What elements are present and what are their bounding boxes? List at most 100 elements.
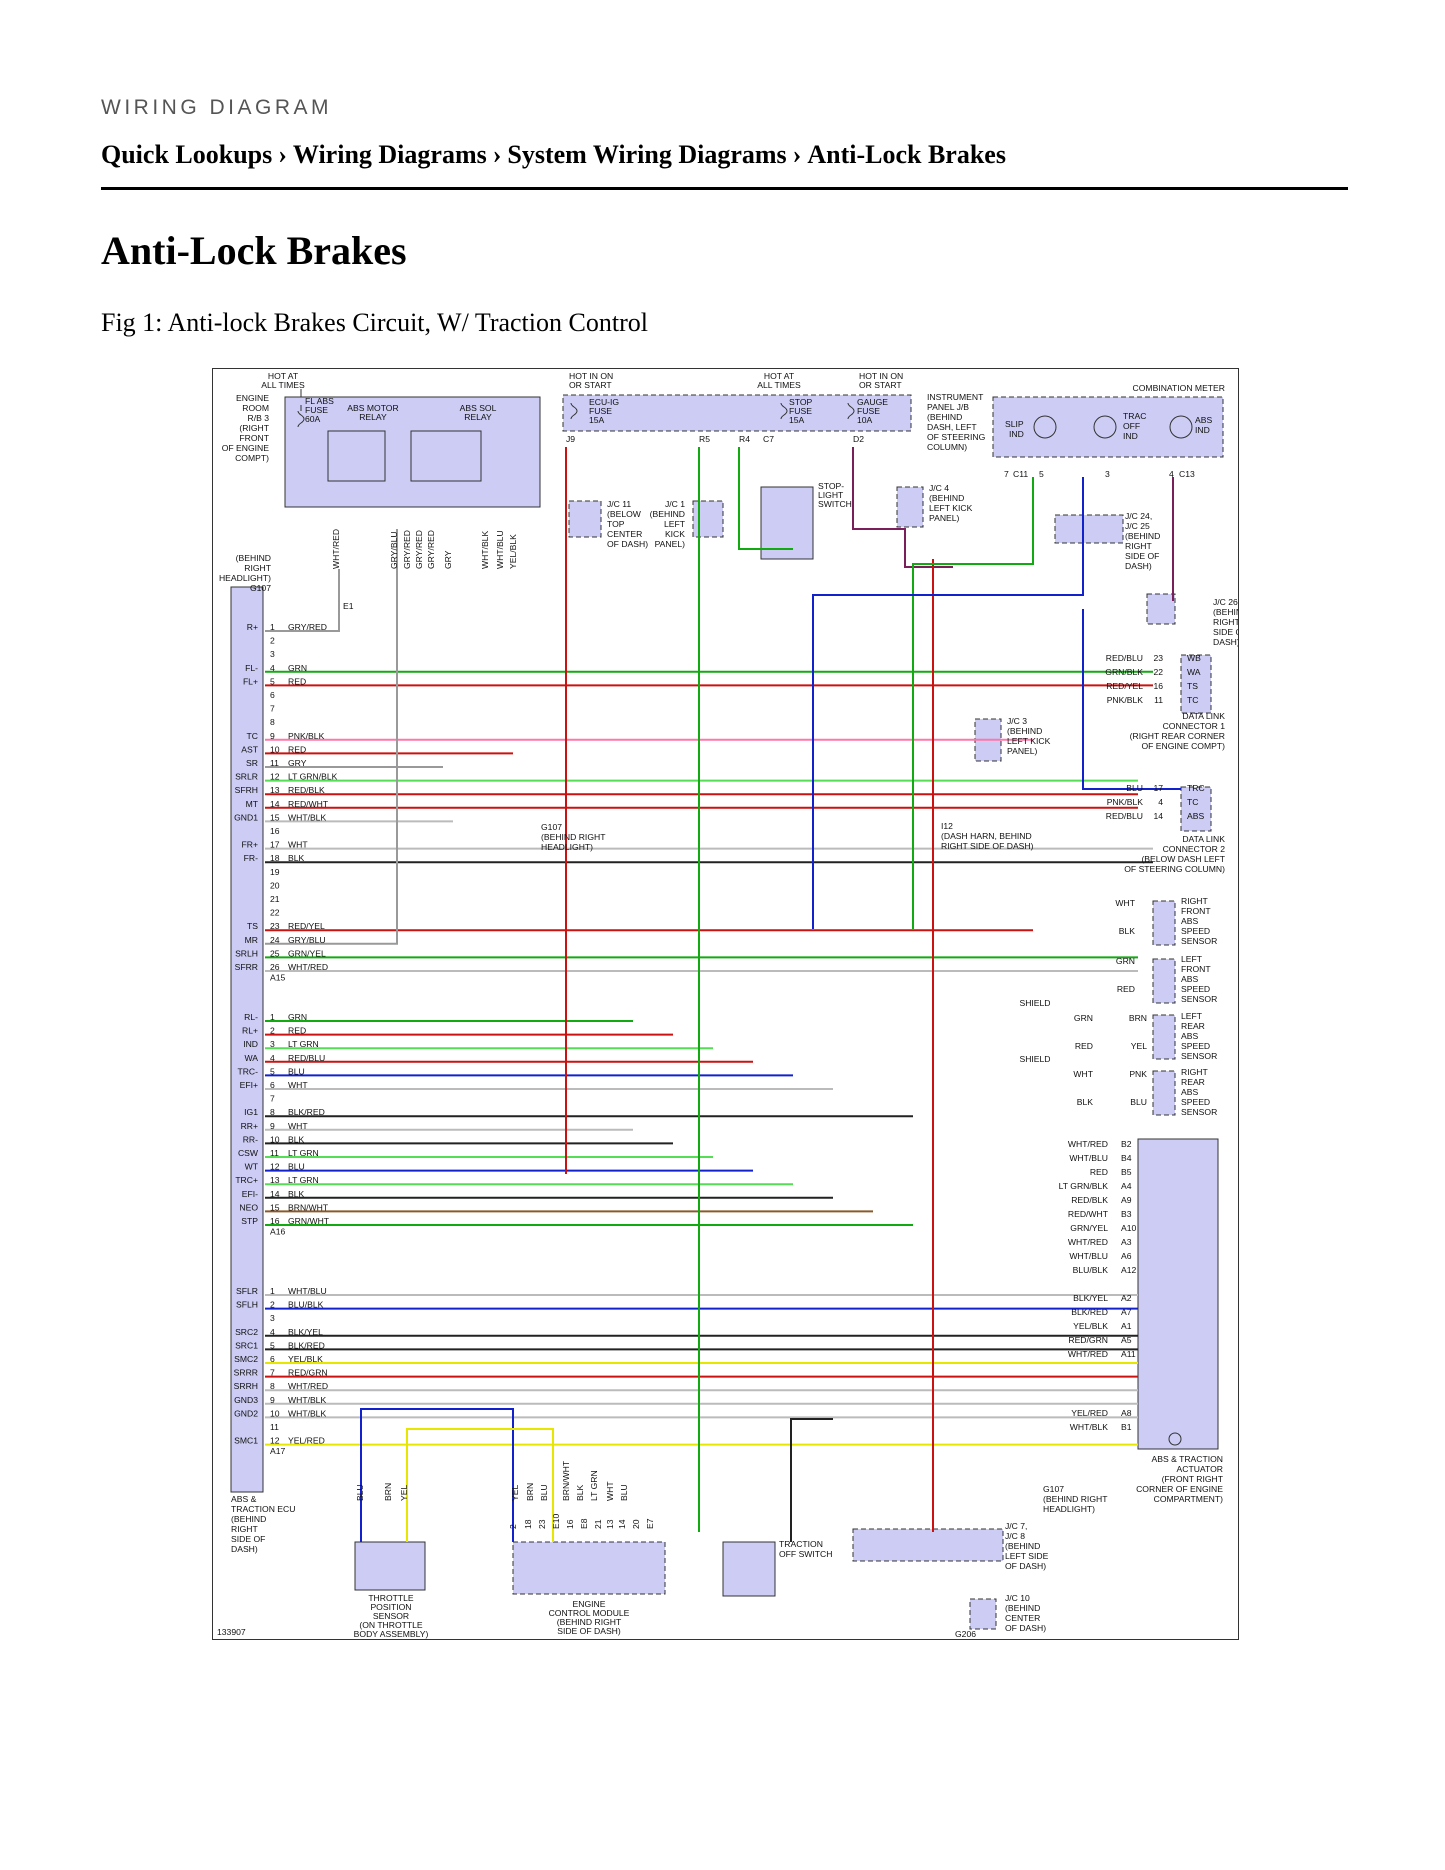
- a17-pin-number: 3: [270, 1313, 275, 1323]
- diagram-label: E1: [343, 601, 354, 611]
- a16-pin-number: 1: [270, 1012, 275, 1022]
- diagram-label: (BEHIND: [1005, 1603, 1040, 1613]
- actuator-wire-color: WHT/RED: [1068, 1139, 1108, 1149]
- a17-pin-number: 2: [270, 1300, 275, 1310]
- a15-pin-number: 10: [270, 744, 280, 754]
- diagram-label: REAR: [1181, 1021, 1205, 1031]
- diagram-label: 11: [1154, 695, 1163, 705]
- diagram-label: BRN: [525, 1483, 535, 1501]
- a15-pin-number: 25: [270, 948, 280, 958]
- a17-terminal: SRRH: [234, 1381, 258, 1391]
- diagram-label: J/C 8: [1005, 1531, 1025, 1541]
- diagram-label: DASH): [1213, 637, 1238, 647]
- a15-pin-number: 26: [270, 962, 280, 972]
- diagram-label: DATA LINK: [1182, 834, 1225, 844]
- a17-wire-color: YEL/BLK: [288, 1354, 323, 1364]
- diagram-label: RED/BLU: [1106, 811, 1143, 821]
- diagram-label: G107: [250, 583, 271, 593]
- diagram-label: IND: [1195, 425, 1210, 435]
- a16-wire-color: GRN/WHT: [288, 1216, 330, 1226]
- diagram-label: 20: [631, 1519, 641, 1529]
- diagram-label: FUSE: [789, 406, 812, 416]
- diagram-label: C7: [763, 434, 774, 444]
- a15-wire-color: RED/BLK: [288, 785, 325, 795]
- a15-terminal: MT: [246, 799, 259, 809]
- diagram-label: TC: [1187, 695, 1198, 705]
- diagram-label: GAUGE: [857, 397, 888, 407]
- a15-pin-number: 7: [270, 704, 275, 714]
- breadcrumb-system-wiring-diagrams[interactable]: System Wiring Diagrams: [507, 140, 787, 169]
- header-divider: [101, 187, 1348, 190]
- a16-terminal: RR-: [243, 1134, 258, 1144]
- diagram-label: POSITION: [370, 1602, 411, 1612]
- diagram-label: RELAY: [464, 412, 492, 422]
- actuator-wire-color: BLK/RED: [1071, 1307, 1108, 1317]
- breadcrumb-separator: ›: [492, 140, 502, 169]
- a16-pin-number: 2: [270, 1026, 275, 1036]
- diagram-label: SENSOR: [1181, 1107, 1217, 1117]
- diagram-label: YEL: [399, 1485, 409, 1501]
- diagram-label: GRN: [1074, 1013, 1093, 1023]
- diagram-label: FL ABS: [305, 396, 334, 406]
- actuator-pin: A12: [1121, 1265, 1137, 1275]
- diagram-label: ABS: [1187, 811, 1204, 821]
- a15-pin-number: 16: [270, 826, 280, 836]
- diagram-label: SIDE OF: [231, 1534, 265, 1544]
- diagram-label: 16: [565, 1519, 575, 1529]
- actuator-wire-color: WHT/BLU: [1069, 1251, 1108, 1261]
- diagram-label: (BEHIND: [927, 412, 962, 422]
- diagram-label: G107: [1043, 1484, 1064, 1494]
- wire-gauge-redblu: [852, 447, 953, 568]
- diagram-label: HOT AT: [268, 371, 299, 381]
- actuator-pin: B4: [1121, 1153, 1132, 1163]
- actuator-wire-color: LT GRN/BLK: [1059, 1181, 1109, 1191]
- diagram-label: SHIELD: [1019, 998, 1050, 1008]
- a15-terminal: R+: [247, 622, 258, 632]
- diagram-label: CORNER OF ENGINE: [1136, 1484, 1223, 1494]
- section-kicker: WIRING DIAGRAM: [101, 96, 332, 119]
- breadcrumb-anti-lock-brakes[interactable]: Anti-Lock Brakes: [807, 140, 1006, 169]
- diagram-label: J/C 7,: [1005, 1521, 1027, 1531]
- diagram-label: CONNECTOR 1: [1163, 721, 1226, 731]
- diagram-label: YEL: [510, 1485, 520, 1501]
- a15-terminal: MR: [245, 935, 258, 945]
- diagram-label: SIDE OF: [1213, 627, 1238, 637]
- diagram-label: R4: [739, 434, 750, 444]
- a17-terminal: SMC2: [234, 1354, 258, 1364]
- a15-pin-number: 9: [270, 731, 275, 741]
- diagram-label: FUSE: [305, 405, 328, 415]
- connector-id: A16: [270, 1227, 286, 1237]
- a17-terminal: SMC1: [234, 1436, 258, 1446]
- diagram-label: ENGINE: [236, 393, 269, 403]
- diagram-label: CONNECTOR 2: [1163, 844, 1226, 854]
- diagram-label: SHIELD: [1019, 1054, 1050, 1064]
- breadcrumb-wiring-diagrams[interactable]: Wiring Diagrams: [292, 140, 487, 169]
- diagram-label: PNK/BLK: [1107, 695, 1144, 705]
- diagram-label: (BEHIND RIGHT: [557, 1617, 622, 1627]
- a16-terminal: CSW: [238, 1148, 259, 1158]
- diagram-label: C13: [1179, 469, 1195, 479]
- actuator-pin: A4: [1121, 1181, 1132, 1191]
- a16-pin-number: 6: [270, 1080, 275, 1090]
- a16-wire-color: BLK: [288, 1189, 305, 1199]
- a16-terminal: RL-: [244, 1012, 258, 1022]
- a16-pin-number: 7: [270, 1094, 275, 1104]
- a15-pin-number: 8: [270, 717, 275, 727]
- ecu-ig-fuse-block: [562, 394, 912, 432]
- actuator-wire-color: RED/BLK: [1071, 1195, 1108, 1205]
- a16-pin-number: 11: [270, 1148, 279, 1158]
- diagram-label: SPEED: [1181, 926, 1210, 936]
- diagram-label: DASH): [231, 1544, 258, 1554]
- diagram-label: (FRONT RIGHT: [1162, 1474, 1224, 1484]
- diagram-label: PANEL): [655, 539, 686, 549]
- a16-wire-color: LT GRN: [288, 1148, 319, 1158]
- a16-wire-color: LT GRN: [288, 1039, 319, 1049]
- a16-pin-number: 8: [270, 1107, 275, 1117]
- diagram-label: RIGHT: [1213, 617, 1238, 627]
- breadcrumb-quick-lookups[interactable]: Quick Lookups: [101, 140, 273, 169]
- abs-traction-actuator: [1137, 1138, 1219, 1450]
- a15-pin-number: 5: [270, 676, 275, 686]
- a17-terminal: SFLH: [236, 1300, 258, 1310]
- diagram-label: RED: [1117, 984, 1135, 994]
- a16-pin-number: 13: [270, 1175, 280, 1185]
